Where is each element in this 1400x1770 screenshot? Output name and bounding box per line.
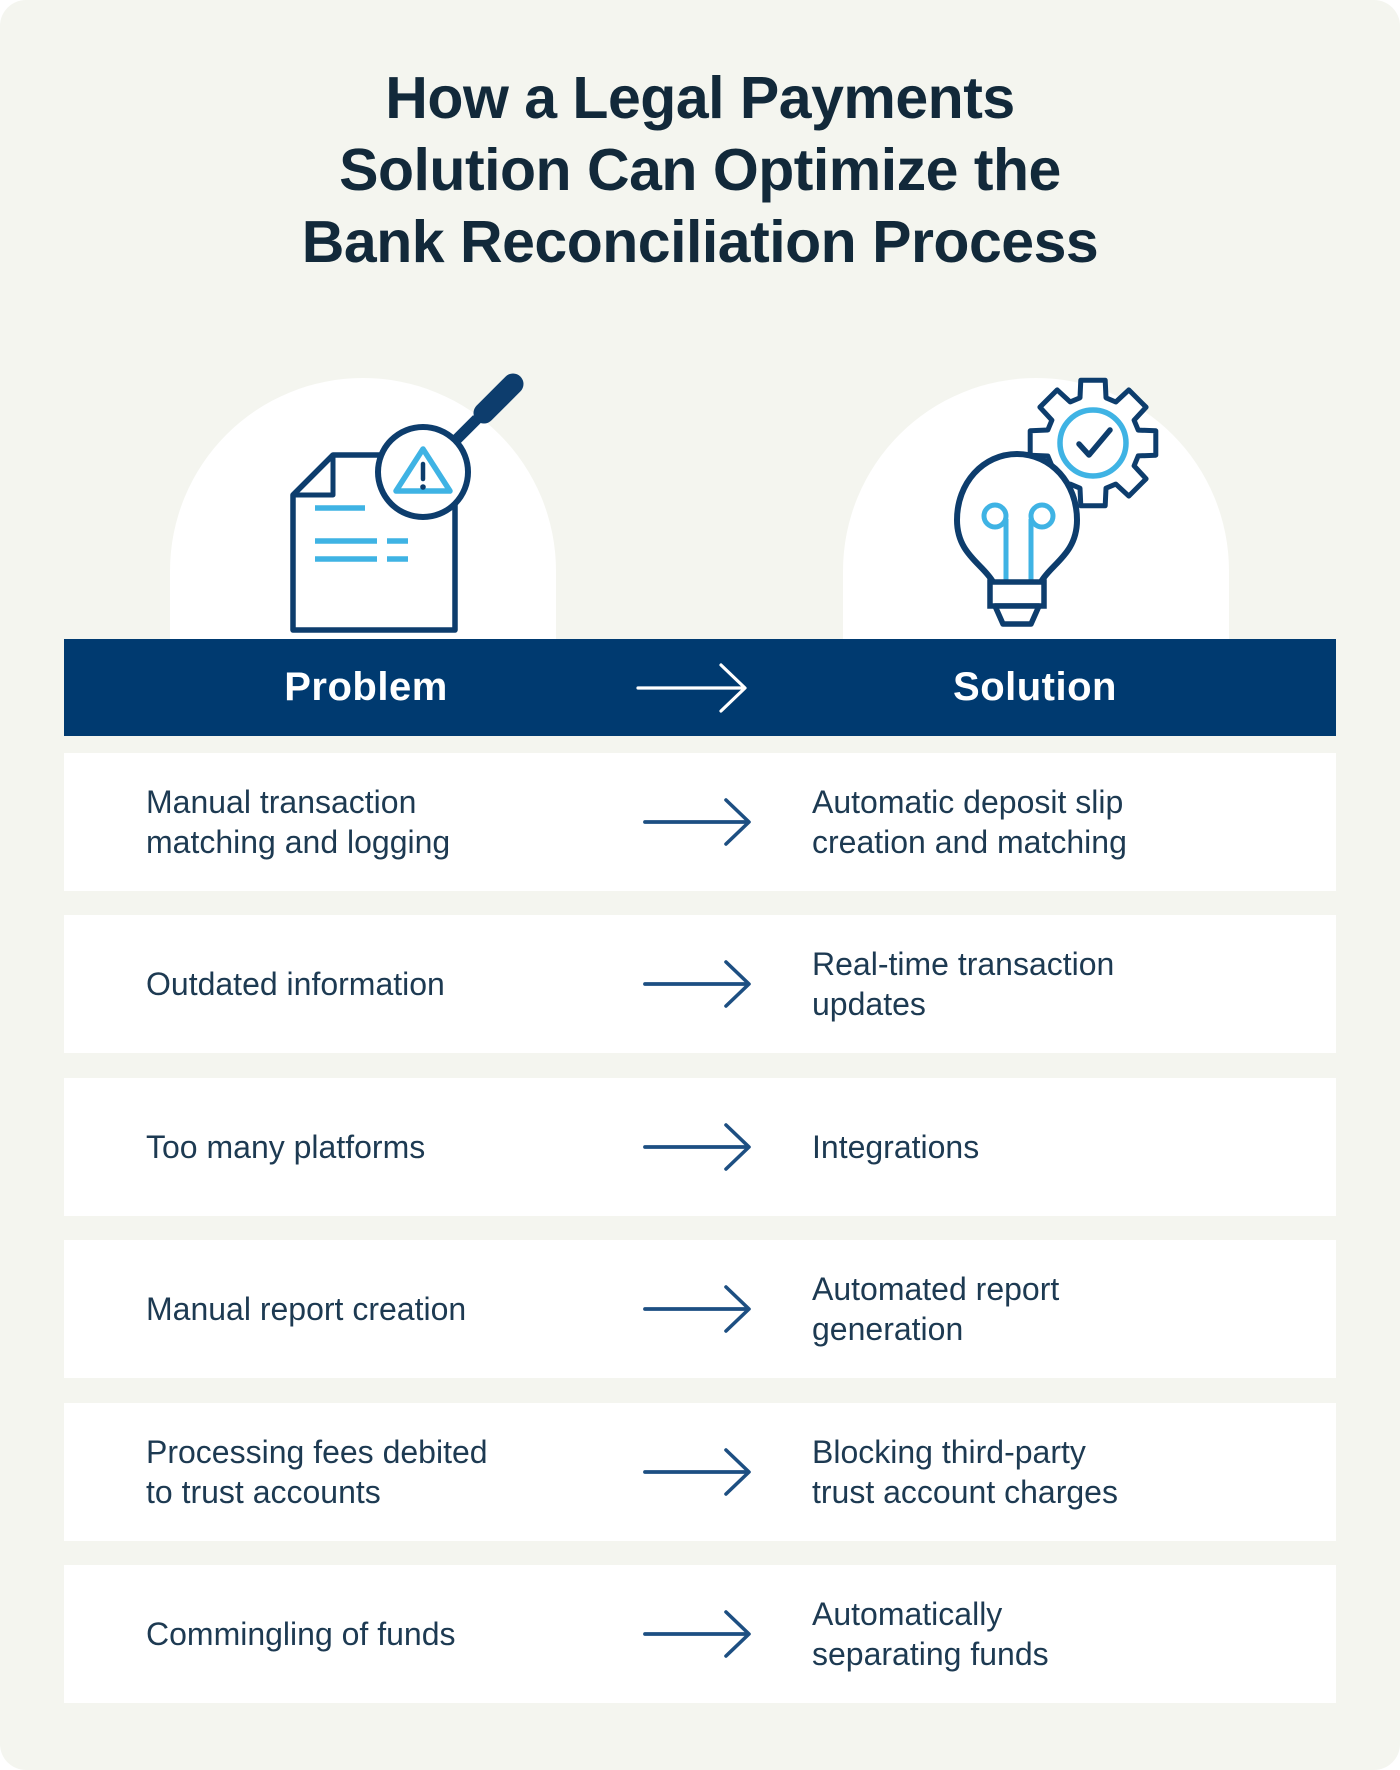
arrow-right-icon (643, 960, 751, 1008)
problem-cell: Manual report creation (146, 1291, 467, 1327)
solution-cell: Automated report generation (812, 1271, 1060, 1347)
solution-column-header: Solution (953, 665, 1117, 709)
table-row: Processing fees debited to trust account… (64, 1403, 1336, 1541)
problem-column-header: Problem (284, 665, 448, 709)
arrow-right-icon (636, 663, 747, 713)
arrow-right-icon (643, 1448, 751, 1496)
problem-cell: Outdated information (146, 966, 445, 1002)
problem-cell: Too many platforms (146, 1129, 426, 1165)
arrow-right-icon (643, 1610, 751, 1658)
solution-cell: Integrations (812, 1129, 980, 1165)
arrow-right-icon (643, 1285, 751, 1333)
problem-cell: Commingling of funds (146, 1616, 456, 1652)
solution-cell: Real-time transaction updates (812, 946, 1115, 1022)
document-magnifier-warning-icon (290, 373, 524, 633)
table-row: Outdated information Real-time transacti… (64, 915, 1336, 1053)
arrow-right-icon (643, 798, 751, 846)
solution-cell: Blocking third-party trust account charg… (812, 1434, 1118, 1510)
problem-cell: Manual transaction matching and logging (146, 784, 451, 860)
solution-cell: Automatic deposit slip creation and matc… (812, 784, 1127, 860)
table-row: Manual transaction matching and logging … (64, 753, 1336, 891)
table-header-bar: Problem Solution (64, 639, 1336, 736)
table-row: Commingling of funds Automatically separ… (64, 1565, 1336, 1703)
table-row: Manual report creation Automated report … (64, 1240, 1336, 1378)
solution-cell: Automatically separating funds (812, 1596, 1049, 1672)
page-title: How a Legal Payments Solution Can Optimi… (301, 65, 1099, 275)
lightbulb-gear-check-icon (953, 377, 1159, 627)
arrow-right-icon (643, 1123, 751, 1171)
problem-cell: Processing fees debited to trust account… (146, 1434, 488, 1510)
table-row: Too many platforms Integrations (64, 1078, 1336, 1216)
